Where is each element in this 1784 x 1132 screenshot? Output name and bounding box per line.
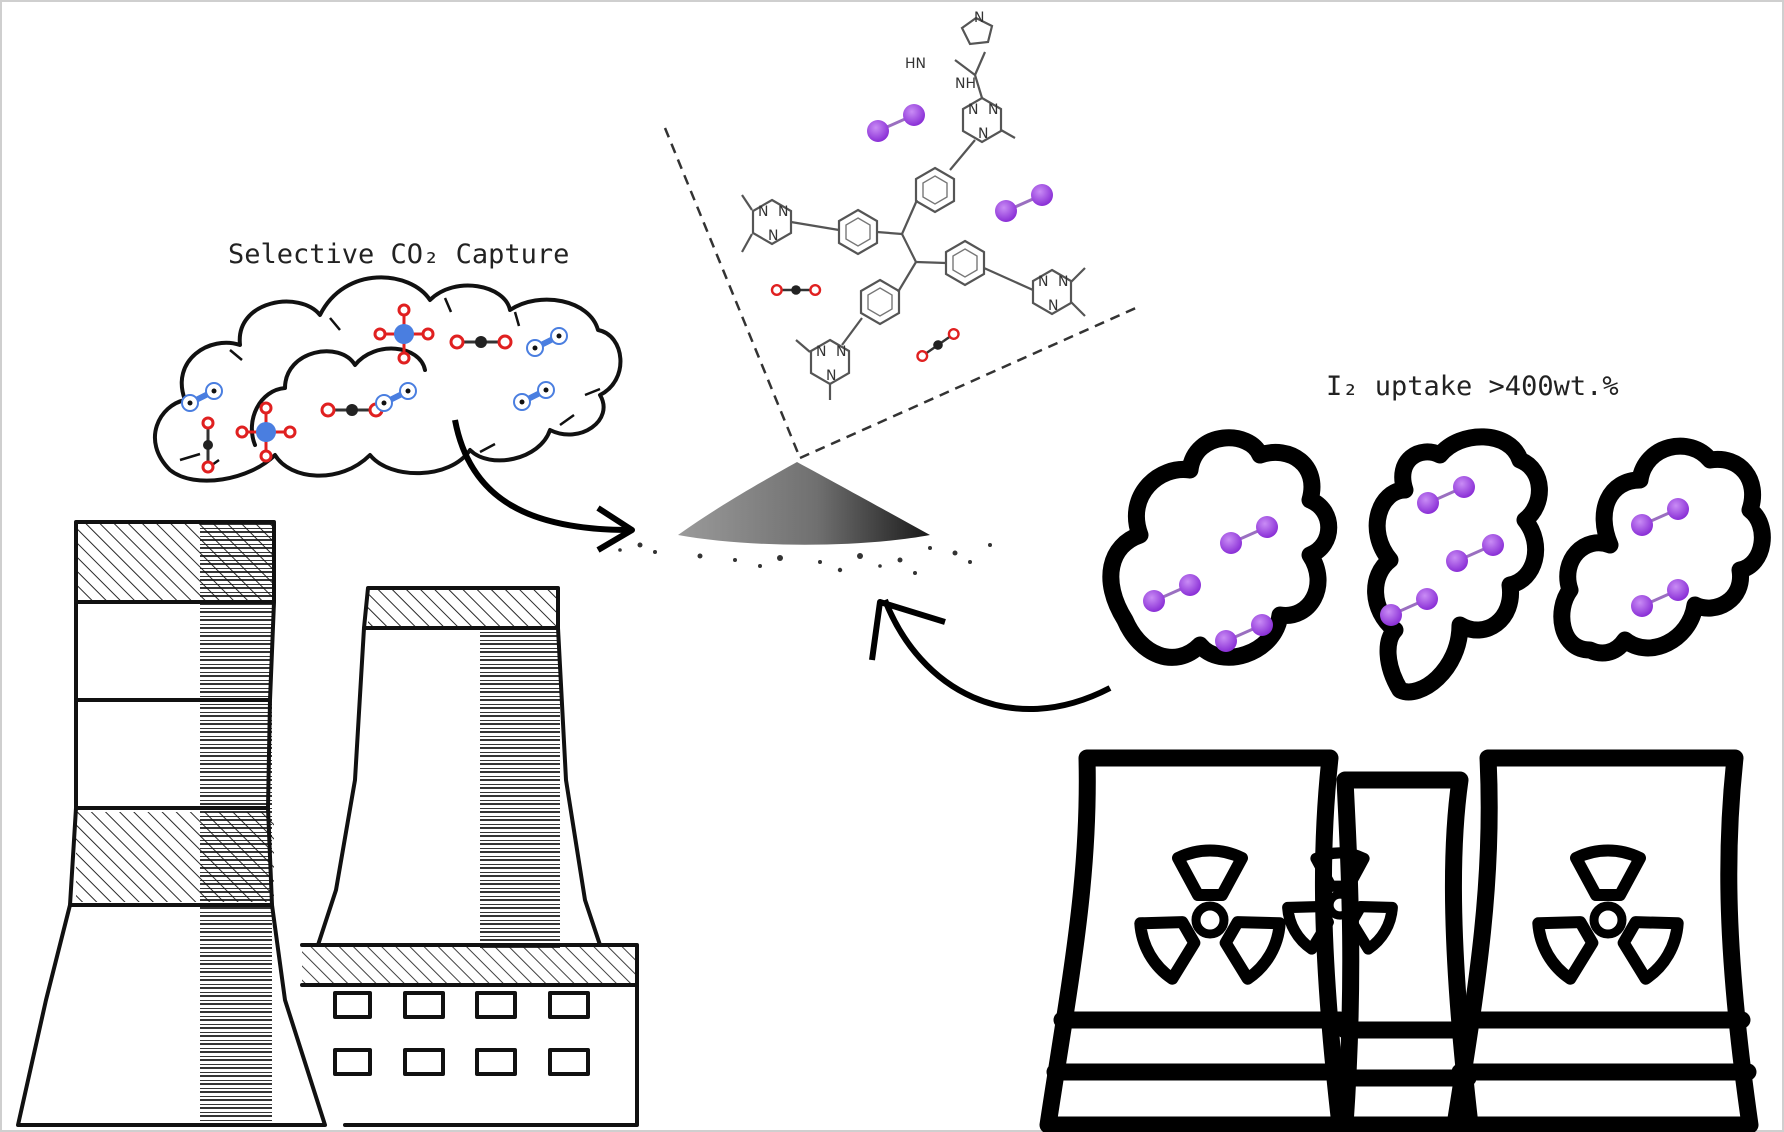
radiation-icon: [1134, 844, 1286, 985]
svg-text:N: N: [974, 10, 984, 26]
co2-arrow: [452, 419, 631, 533]
iodine-clouds: [1102, 428, 1771, 701]
co2-arrow-head: [596, 505, 635, 553]
radiation-icon-small: [1282, 847, 1398, 955]
iodine-uptake-label: I₂ uptake >400wt.%: [1326, 371, 1619, 402]
iodine-arrow-head: [869, 599, 946, 661]
svg-text:NH: NH: [955, 76, 976, 92]
iodine-arrow: [882, 598, 1112, 713]
powder-pile-icon: [618, 462, 992, 575]
radiation-icon: [1532, 844, 1684, 985]
coal-power-plant-icon: [16, 520, 639, 1127]
co2-capture-cloud: [152, 275, 623, 483]
svg-text:HN: HN: [905, 56, 926, 72]
cof-structure: HN NH N: [663, 10, 1139, 460]
co2-capture-label: Selective CO₂ Capture: [228, 239, 569, 270]
nuclear-power-plant-icon: [1039, 749, 1759, 1132]
